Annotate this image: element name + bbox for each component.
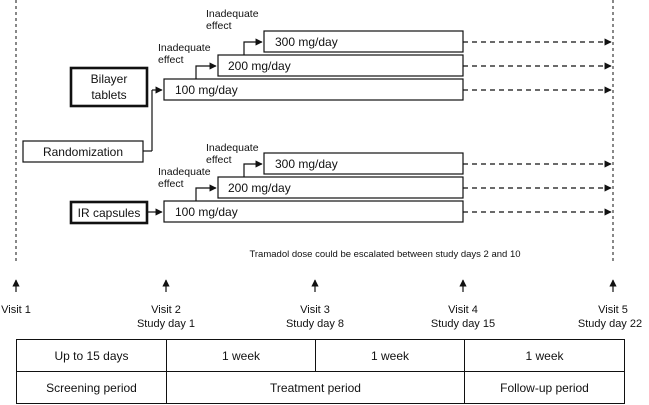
- visit-2-label: Visit 2: [151, 304, 181, 316]
- escalation-label-bilayer-b-line-1: Inadequate: [206, 8, 259, 20]
- escalation-arrow-bilayer-100-to-200: [195, 62, 217, 79]
- duration-screening: Up to 15 days: [16, 339, 167, 372]
- group-label-bilayer-line-1: Bilayer: [91, 72, 128, 86]
- dose-label-bilayer-300: 300 mg/day: [275, 35, 338, 49]
- visit-4-day: Study day 15: [431, 318, 495, 330]
- escalation-arrow-bilayer-200-to-300: [243, 38, 263, 55]
- duration-follow-up: 1 week: [464, 339, 625, 372]
- period-treatment: Treatment period: [166, 371, 465, 404]
- escalation-arrow-ir-200-to-300: [243, 160, 263, 177]
- dose-label-ir-300: 300 mg/day: [275, 157, 338, 171]
- escalation-label-ir-a-line-1: Inadequate: [158, 166, 211, 178]
- visit-3-day: Study day 8: [286, 318, 344, 330]
- escalation-label-ir-b-line-1: Inadequate: [206, 142, 259, 154]
- escalation-label-ir-b-line-2: effect: [206, 154, 232, 166]
- dose-label-ir-200: 200 mg/day: [228, 181, 291, 195]
- escalation-label-bilayer-a-line-2: effect: [158, 54, 184, 66]
- duration-treatment-week-1: 1 week: [166, 339, 316, 372]
- dose-label-bilayer-100: 100 mg/day: [175, 83, 238, 97]
- escalation-note: Tramadol dose could be escalated between…: [249, 249, 520, 260]
- dose-label-ir-100: 100 mg/day: [175, 205, 238, 219]
- visit-3-label: Visit 3: [300, 304, 330, 316]
- timeline-period-row: Screening period Treatment period Follow…: [16, 371, 625, 404]
- group-label-bilayer-line-2: tablets: [91, 88, 126, 102]
- visit-5-label: Visit 5: [598, 304, 628, 316]
- timeline-table: Up to 15 days 1 week 1 week 1 week Scree…: [16, 339, 625, 404]
- period-follow-up: Follow-up period: [464, 371, 625, 404]
- group-box-ir-capsules: [69, 200, 149, 225]
- group-box-bilayer-tablets: [69, 66, 149, 108]
- duration-treatment-week-2: 1 week: [315, 339, 465, 372]
- visit-5-day: Study day 22: [578, 318, 642, 330]
- escalation-label-bilayer-b-line-2: effect: [206, 20, 232, 32]
- dose-label-bilayer-200: 200 mg/day: [228, 59, 291, 73]
- visit-4-label: Visit 4: [448, 304, 478, 316]
- visit-1-label: Visit 1: [1, 304, 31, 316]
- escalation-arrow-ir-100-to-200: [195, 184, 217, 201]
- period-screening: Screening period: [16, 371, 167, 404]
- timeline-duration-row: Up to 15 days 1 week 1 week 1 week: [16, 339, 625, 372]
- escalation-label-bilayer-a-line-1: Inadequate: [158, 42, 211, 54]
- visit-2-day: Study day 1: [137, 318, 195, 330]
- group-label-ir: IR capsules: [78, 206, 141, 220]
- randomization-label: Randomization: [43, 145, 123, 159]
- escalation-label-ir-a-line-2: effect: [158, 178, 184, 190]
